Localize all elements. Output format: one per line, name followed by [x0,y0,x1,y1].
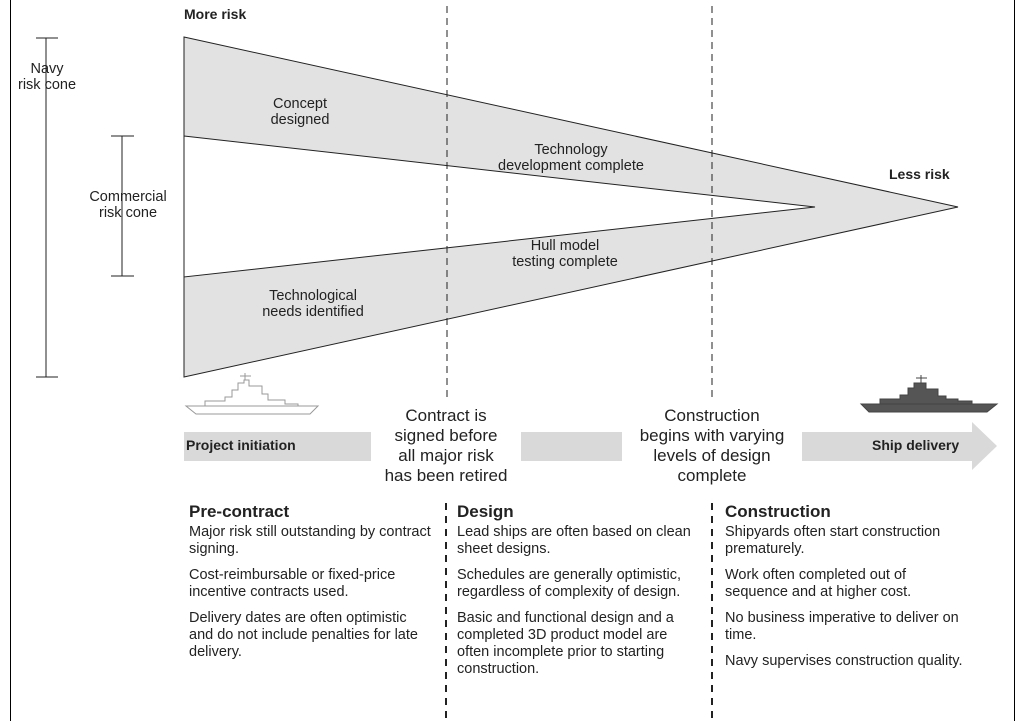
hull-line-1: Hull model [530,238,600,254]
design-column: Design Lead ships are often based on cle… [457,502,697,687]
design-item: Lead ships are often based on clean shee… [457,524,691,557]
hull-model-testing-label: Hull model testing complete [495,238,635,270]
commercial-risk-cone-label: Commercial risk cone [78,189,178,221]
contract-signed-callout: Contract is signed before all major risk… [371,406,521,486]
contract-line-3: all major risk [398,446,494,465]
commercial-cone-line-1: Commercial [89,189,167,205]
construction-line-4: complete [677,466,747,485]
more-risk-label: More risk [184,6,247,22]
commercial-risk-cone-shape [183,135,816,278]
contract-line-1: Contract is [405,406,487,425]
construction-line-3: levels of design [653,446,771,465]
pre-contract-title: Pre-contract [189,502,290,521]
ship-delivered-icon [859,375,999,413]
diagram-frame [10,0,1015,721]
navy-cone-line-2: risk cone [17,77,77,93]
design-title: Design [457,502,514,521]
commercial-risk-bracket [111,135,134,277]
pre-contract-item: Major risk still outstanding by contract… [189,524,431,557]
design-item: Basic and functional design and a comple… [457,610,674,677]
technology-line-2: development complete [498,158,644,174]
contract-line-4: has been retired [384,466,508,485]
pre-contract-item: Cost-reimbursable or fixed-price incenti… [189,567,396,600]
ship-delivery-label: Ship delivery [872,437,960,453]
pre-contract-column: Pre-contract Major risk still outstandin… [189,502,434,670]
technology-development-label: Technology development complete [471,142,671,174]
construction-item: Shipyards often start construction prema… [725,524,941,557]
construction-item: Navy supervises construction quality. [725,653,963,669]
pre-contract-item: Delivery dates are often optimistic and … [189,610,418,660]
concept-line-1: Concept [272,96,327,112]
concept-designed-label: Concept designed [245,96,355,128]
construction-line-1: Construction [664,406,760,425]
contract-line-2: signed before [394,426,498,445]
construction-title: Construction [725,502,831,521]
construction-begins-callout: Construction begins with varying levels … [622,406,802,486]
design-item: Schedules are generally optimistic, rega… [457,567,682,600]
construction-line-2: begins with varying [639,426,785,445]
technological-needs-label: Technological needs identified [238,288,388,320]
less-risk-label: Less risk [889,166,950,182]
technology-line-1: Technology [534,142,608,158]
construction-column: Construction Shipyards often start const… [725,502,965,679]
navy-risk-cone-label: Navy risk cone [12,61,82,93]
navy-risk-bracket [36,37,58,378]
project-initiation-label: Project initiation [186,437,296,453]
needs-line-2: needs identified [262,304,364,320]
construction-item: No business imperative to deliver on tim… [725,610,959,643]
construction-item: Work often completed out of sequence and… [725,567,912,600]
navy-cone-line-1: Navy [30,61,64,77]
needs-line-1: Technological [269,288,357,304]
hull-line-2: testing complete [512,254,618,270]
commercial-cone-line-2: risk cone [98,205,158,221]
concept-line-2: designed [270,112,330,128]
ship-outline-icon [184,373,320,415]
